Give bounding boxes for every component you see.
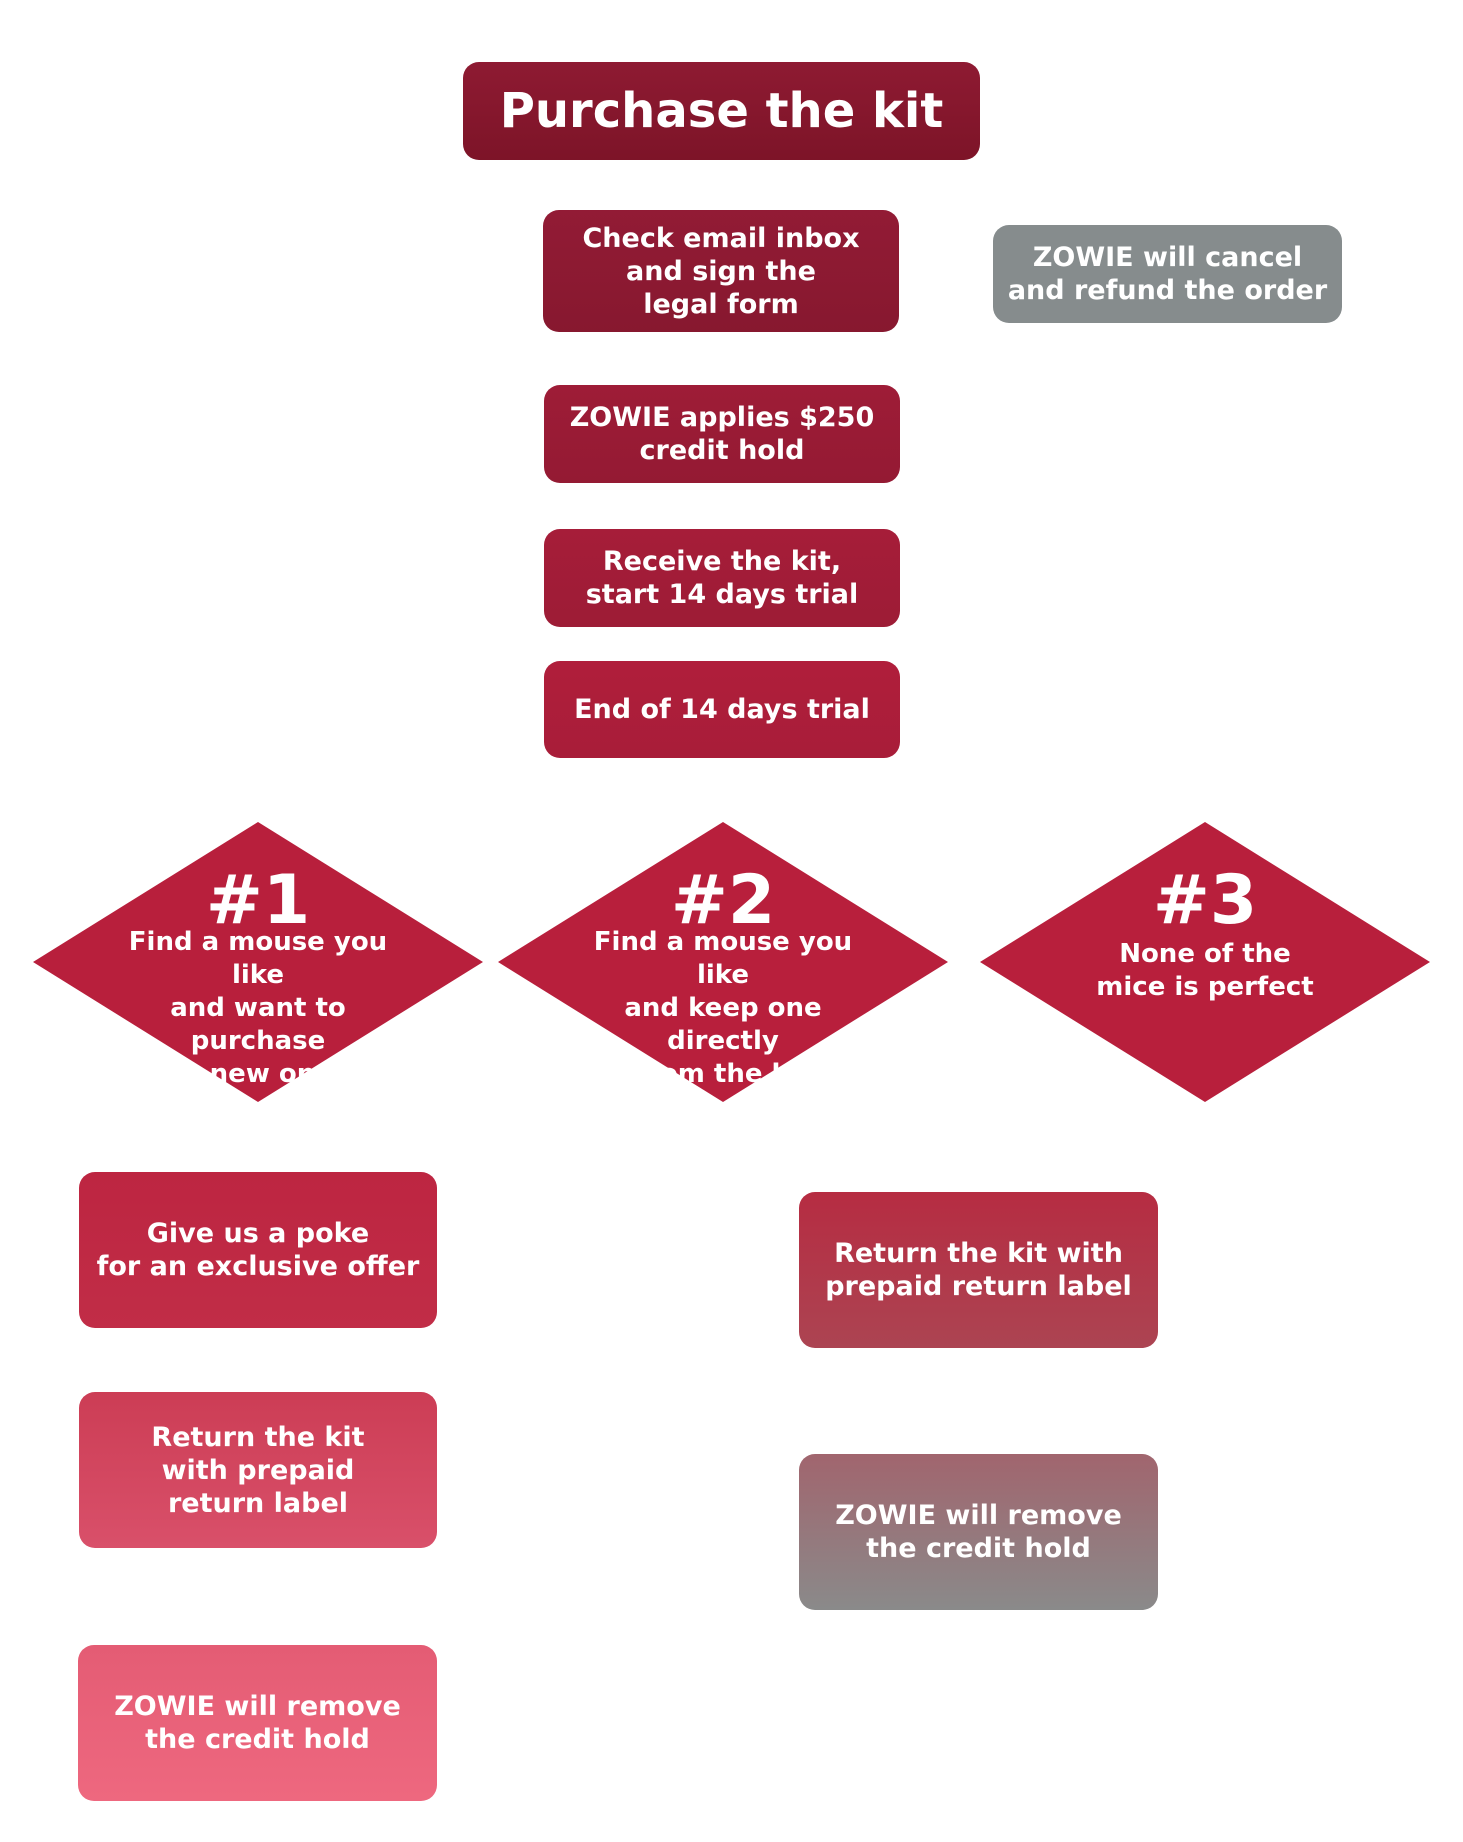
- branch-3-remove-credit-hold: ZOWIE will remove the credit hold: [799, 1454, 1158, 1610]
- option-number: #2: [670, 861, 776, 940]
- option-number: #1: [205, 861, 311, 940]
- branch-1-remove-credit-hold: ZOWIE will remove the credit hold: [78, 1645, 437, 1801]
- option-2-diamond: #2 Find a mouse you like and keep one di…: [498, 822, 948, 1102]
- branch-3-return-kit: Return the kit with prepaid return label: [799, 1192, 1158, 1348]
- diamond-shape: [33, 822, 483, 1102]
- flow-title: Purchase the kit: [463, 62, 980, 160]
- diamond-shape: [980, 822, 1430, 1102]
- option-number: #3: [1152, 861, 1258, 940]
- step-end-of-trial: End of 14 days trial: [544, 661, 900, 758]
- option-3-diamond: #3 None of the mice is perfect: [980, 822, 1430, 1102]
- option-text: Find a mouse you like and keep one direc…: [593, 927, 853, 1089]
- branch-1-return-kit: Return the kit with prepaid return label: [79, 1392, 437, 1548]
- step-credit-hold: ZOWIE applies $250 credit hold: [544, 385, 900, 483]
- diamond-shape: [498, 822, 948, 1102]
- option-1-diamond: #1 Find a mouse you like and want to pur…: [33, 822, 483, 1102]
- option-text: None of the mice is perfect: [1096, 939, 1314, 1002]
- cancel-refund-note: ZOWIE will cancel and refund the order: [993, 225, 1342, 323]
- step-sign-legal-form: Check email inbox and sign the legal for…: [543, 210, 899, 332]
- option-text: Find a mouse you like and want to purcha…: [128, 927, 388, 1089]
- step-receive-kit: Receive the kit, start 14 days trial: [544, 529, 900, 627]
- branch-1-exclusive-offer: Give us a poke for an exclusive offer: [79, 1172, 437, 1328]
